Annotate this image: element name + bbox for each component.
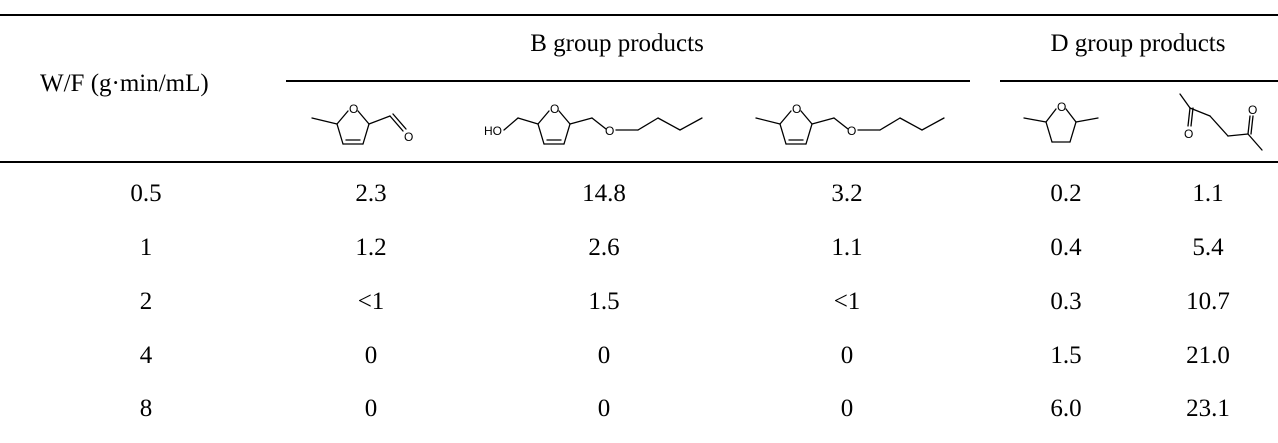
value-cell: 2.3 bbox=[355, 180, 387, 207]
wf-cell: 8 bbox=[139, 395, 153, 422]
value-cell: 0 bbox=[597, 342, 611, 369]
value-cell: 2.6 bbox=[588, 234, 620, 261]
value-cell: 0.2 bbox=[1050, 180, 1082, 207]
value-cell: 0 bbox=[597, 395, 611, 422]
value-cell: 0.3 bbox=[1050, 288, 1082, 315]
ring-oxygen-label: O bbox=[550, 102, 559, 116]
value-cell: 1.1 bbox=[1192, 180, 1224, 207]
group-b-underline bbox=[286, 80, 970, 82]
value-cell: 23.1 bbox=[1186, 395, 1230, 422]
value-cell: 0 bbox=[840, 395, 854, 422]
value-cell: <1 bbox=[357, 288, 385, 315]
value-cell: 21.0 bbox=[1186, 342, 1230, 369]
table-top-rule bbox=[0, 14, 1278, 16]
header-bottom-rule bbox=[0, 161, 1278, 163]
value-cell: 1.2 bbox=[355, 234, 387, 261]
value-cell: <1 bbox=[833, 288, 861, 315]
wf-cell: 1 bbox=[139, 234, 153, 261]
ring-oxygen-label: O bbox=[792, 102, 801, 116]
ring-oxygen-label: O bbox=[349, 102, 358, 116]
value-cell: 3.2 bbox=[831, 180, 863, 207]
structure-propoxymethyl-furfuryl-alcohol: HO O O bbox=[484, 102, 703, 145]
value-cell: 1.1 bbox=[831, 234, 863, 261]
row-header-wf: W/F (g·min/mL) bbox=[40, 70, 209, 97]
structure-dimethyltetrahydrofuran: O bbox=[1023, 100, 1099, 143]
hydroxyl-label: HO bbox=[484, 124, 502, 138]
aldehyde-oxygen-label: O bbox=[404, 130, 413, 144]
group-b-header: B group products bbox=[530, 30, 704, 57]
ketone-oxygen-label: O bbox=[1248, 103, 1257, 117]
ether-oxygen-label: O bbox=[847, 124, 856, 138]
value-cell: 1.5 bbox=[1050, 342, 1082, 369]
wf-cell: 2 bbox=[139, 288, 153, 315]
ketone-oxygen-label: O bbox=[1184, 127, 1193, 141]
value-cell: 0.4 bbox=[1050, 234, 1082, 261]
wf-cell: 4 bbox=[139, 342, 153, 369]
ring-oxygen-label: O bbox=[1057, 100, 1066, 114]
structure-hexanedione: O O bbox=[1179, 93, 1263, 151]
value-cell: 0 bbox=[364, 342, 378, 369]
value-cell: 0 bbox=[364, 395, 378, 422]
value-cell: 5.4 bbox=[1192, 234, 1224, 261]
value-cell: 14.8 bbox=[582, 180, 626, 207]
value-cell: 6.0 bbox=[1050, 395, 1082, 422]
wf-cell: 0.5 bbox=[130, 180, 162, 207]
value-cell: 10.7 bbox=[1186, 288, 1230, 315]
group-d-underline bbox=[1000, 80, 1278, 82]
structure-methyl-propoxymethyl-furan: O O bbox=[755, 102, 945, 145]
ether-oxygen-label: O bbox=[605, 124, 614, 138]
group-d-header: D group products bbox=[1050, 30, 1226, 57]
value-cell: 0 bbox=[840, 342, 854, 369]
structure-5-methylfurfural: O O bbox=[311, 102, 413, 145]
value-cell: 1.5 bbox=[588, 288, 620, 315]
